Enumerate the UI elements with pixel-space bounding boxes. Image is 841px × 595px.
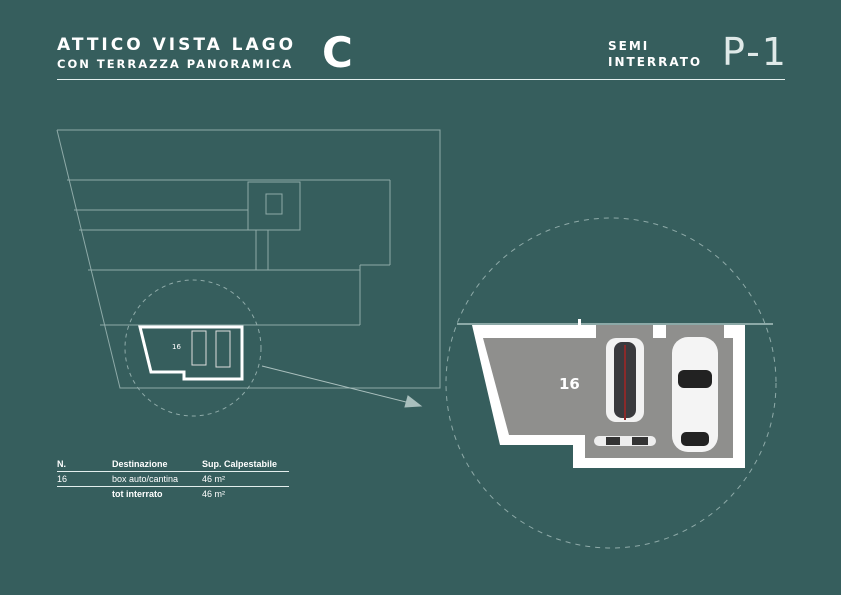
row-destination: box auto/cantina (112, 471, 202, 487)
table-total-row: tot interrato 46 m² (57, 487, 289, 502)
col-destination: Destinazione (112, 457, 202, 472)
site-outline (56, 129, 441, 389)
table-row: 16 box auto/cantina 46 m² (57, 471, 289, 487)
floor-code: P-1 (722, 30, 788, 74)
col-area: Sup. Calpestabile (202, 457, 289, 472)
header-divider (57, 79, 785, 80)
unit-label-large: 16 (559, 375, 580, 393)
floor-name-line2: INTERRATO (608, 55, 703, 69)
row-number: 16 (57, 471, 112, 487)
building-letter: C (322, 28, 353, 77)
total-area: 46 m² (202, 489, 226, 499)
total-label: tot interrato (112, 489, 163, 499)
unit-label-small: 16 (172, 343, 181, 351)
sports-car-icon (606, 338, 644, 422)
detail-circle-small (124, 279, 262, 417)
floor-name: SEMI INTERRATO (608, 38, 702, 70)
project-title: ATTICO VISTA LAGO (57, 35, 297, 55)
area-table: N. Destinazione Sup. Calpestabile 16 box… (57, 457, 289, 501)
suv-car-icon (672, 337, 718, 452)
row-area: 46 m² (202, 471, 289, 487)
col-number: N. (57, 457, 112, 472)
table-header: N. Destinazione Sup. Calpestabile (57, 457, 289, 472)
unit-16-small (138, 325, 244, 381)
zoom-arrow (261, 365, 423, 408)
floor-name-line1: SEMI (608, 39, 650, 53)
motorcycle-icon (594, 436, 656, 446)
detail-circle-large (445, 217, 777, 549)
project-subtitle: CON TERRAZZA PANORAMICA (57, 57, 294, 71)
